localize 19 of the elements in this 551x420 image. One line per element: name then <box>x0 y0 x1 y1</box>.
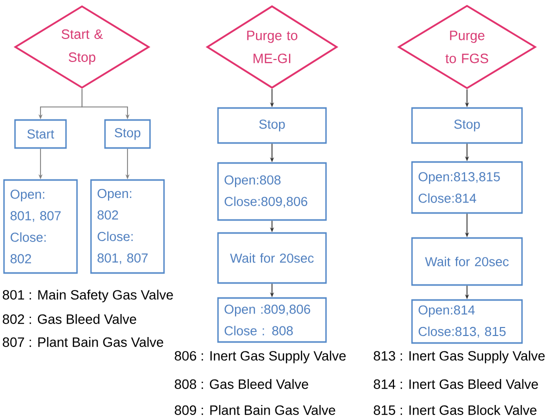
valve-label: 802 : Gas Bleed Valve <box>2 314 136 324</box>
process-box: Wait for 20sec <box>411 237 523 286</box>
process-box: Wait for 20sec <box>217 232 327 284</box>
process-box: Stop <box>104 119 151 149</box>
process-box: Open: 801, 807 Close: 802 <box>3 179 78 274</box>
process-box: Open: 802 Close: 801, 807 <box>90 179 165 274</box>
process-box: Open :809,806 Close : 808 <box>217 297 327 343</box>
process-box: Open:808 Close:809,806 <box>217 162 327 221</box>
process-box: Start <box>14 119 67 149</box>
valve-label: 808 : Gas Bleed Valve <box>174 379 308 389</box>
process-box: Open:814 Close:813, 815 <box>411 299 523 344</box>
valve-label: 814 : Inert Gas Bleed Valve <box>374 379 538 389</box>
valve-label: 807 : Plant Bain Gas Valve <box>2 337 164 347</box>
valve-label: 815 : Inert Gas Block Valve <box>374 405 536 415</box>
valve-label: 809 : Plant Bain Gas Valve <box>174 405 336 415</box>
valve-label: 801 : Main Safety Gas Valve <box>2 290 173 302</box>
process-box: Stop <box>411 107 523 144</box>
process-box: Open:813,815 Close:814 <box>411 161 523 214</box>
process-box: Stop <box>217 107 327 144</box>
